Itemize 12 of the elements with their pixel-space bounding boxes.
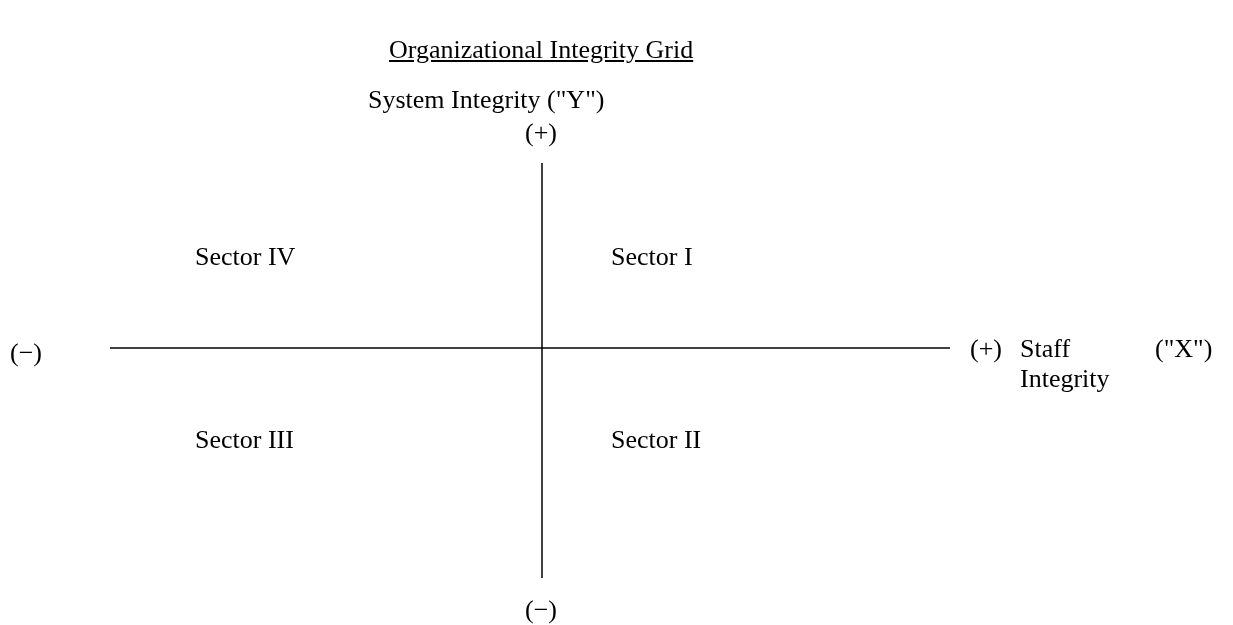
axis-end-label: (−) [10, 338, 42, 368]
axis-end-label: (+) [970, 334, 1002, 364]
axis-title: Staff Integrity [1020, 334, 1111, 394]
axis-end-label: (−) [525, 595, 557, 625]
quadrant-label: Sector I [611, 242, 693, 272]
quadrant-label: Sector IV [195, 242, 296, 272]
axis-label: ("X") [1155, 334, 1213, 364]
axis-end-label: (+) [525, 118, 557, 148]
quadrant-label: Sector III [195, 425, 294, 455]
quadrant-label: Sector II [611, 425, 702, 455]
chart-title: Organizational Integrity Grid [389, 35, 694, 65]
axis-title: System Integrity ("Y") [368, 85, 605, 115]
